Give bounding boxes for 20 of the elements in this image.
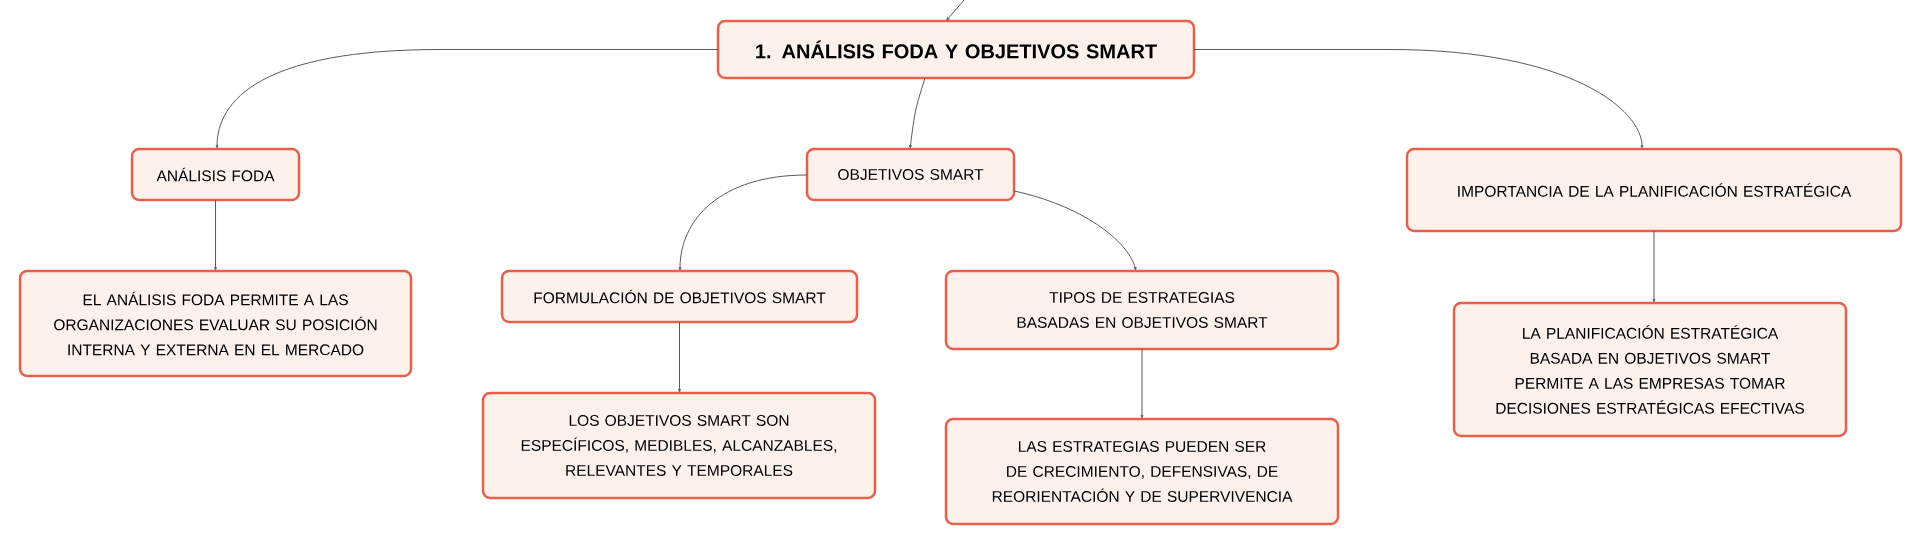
note-box: LAS ESTRATEGIAS PUEDEN SER DE CRECIMIENTO, DEFENSIVAS, DE REORIENTACIÓN Y DE SUPERVIVENCIA — [944, 417, 1340, 526]
note-box: EL ANÁLISIS FODA PERMITE A LAS ORGANIZACIONES EVALUAR SU POSICIÓN INTERNA Y EXTERNA EN EL MERCADO — [18, 269, 413, 378]
connector-arrow — [946, 0, 965, 21]
connector-arrow — [1193, 49, 1644, 149]
note-box: LA PLANIFICACIÓN ESTRATÉGICA BASADA EN OBJETIVOS SMART PERMITE A LAS EMPRESAS TOMAR DECISIONES ESTRATÉGICAS EFECTIVAS — [1452, 301, 1848, 438]
central-topic-box: 1. ANÁLISIS FODA Y OBJETIVOS SMART — [716, 19, 1196, 80]
connector-arrow — [1140, 348, 1144, 419]
note-box: LOS OBJETIVOS SMART SON ESPECÍFICOS, MEDIBLES, ALCANZABLES, RELEVANTES Y TEMPORALES — [481, 391, 877, 500]
connector-arrow — [678, 321, 681, 393]
connector-arrow — [214, 199, 217, 271]
connector-arrow — [215, 49, 719, 149]
topic-box: IMPORTANCIA DE LA PLANIFICACIÓN ESTRATÉGICA — [1405, 147, 1903, 233]
note-box: TIPOS DE ESTRATEGIAS BASADAS EN OBJETIVOS SMART — [944, 269, 1340, 351]
connector-arrow — [678, 174, 808, 271]
connector-arrow — [1013, 190, 1137, 271]
connector-arrow — [1652, 230, 1656, 303]
note-box: FORMULACIÓN DE OBJETIVOS SMART — [500, 269, 859, 324]
topic-box: OBJETIVOS SMART — [805, 147, 1016, 202]
topic-box: ANÁLISIS FODA — [130, 147, 301, 202]
connector-arrow — [909, 77, 926, 149]
